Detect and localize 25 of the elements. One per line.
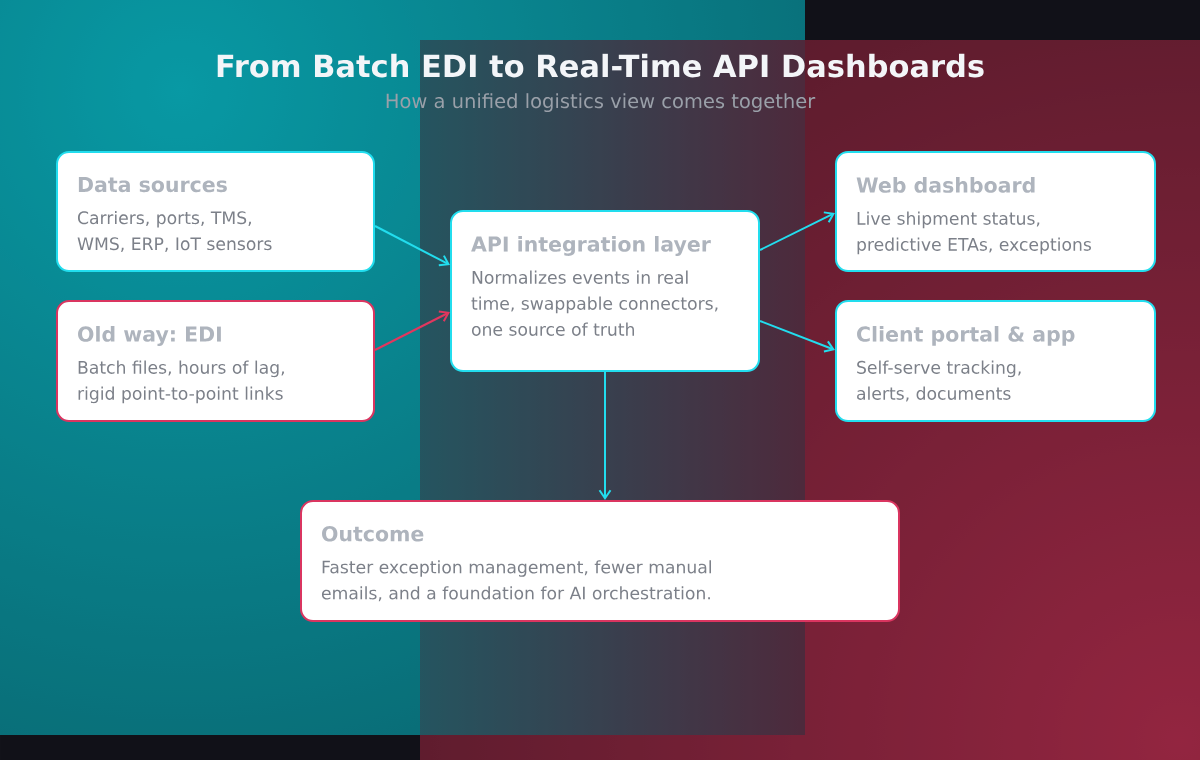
arrow bbox=[759, 211, 835, 251]
title: From Batch EDI to Real-Time API Dashboards bbox=[217, 53, 984, 78]
subtitle: How a unified logistics view comes together bbox=[386, 93, 816, 113]
card bbox=[56, 151, 375, 272]
box-heading: Client portal & app bbox=[857, 326, 1075, 346]
box-heading: API integration layer bbox=[471, 236, 711, 256]
card bbox=[835, 300, 1156, 422]
box-text: Batch files, hours of lag, rigid point-to-point links bbox=[78, 360, 284, 404]
card bbox=[450, 210, 760, 372]
box-heading: Outcome bbox=[322, 526, 424, 542]
box-heading: Data sources bbox=[78, 177, 227, 193]
arrow bbox=[759, 320, 835, 353]
box-text: Normalizes events in real time, swappable connectors, one source of truth bbox=[471, 270, 718, 336]
box-text: Self-serve tracking, alerts, documents bbox=[857, 360, 1021, 402]
box-heading: Old way: EDI bbox=[78, 326, 221, 346]
box-text: Faster exception management, fewer manual emails, and a foundation for AI orchestration. bbox=[321, 560, 711, 602]
arrow bbox=[374, 225, 450, 267]
card bbox=[835, 151, 1156, 272]
arrow bbox=[598, 371, 612, 500]
box-text: Carriers, ports, TMS, WMS, ERP, IoT sensors bbox=[77, 210, 272, 252]
box-text: Live shipment status, predictive ETAs, exceptions bbox=[857, 211, 1091, 255]
arrow bbox=[374, 310, 450, 351]
box-heading: Web dashboard bbox=[856, 177, 1035, 193]
card bbox=[56, 300, 375, 422]
card bbox=[300, 500, 900, 622]
